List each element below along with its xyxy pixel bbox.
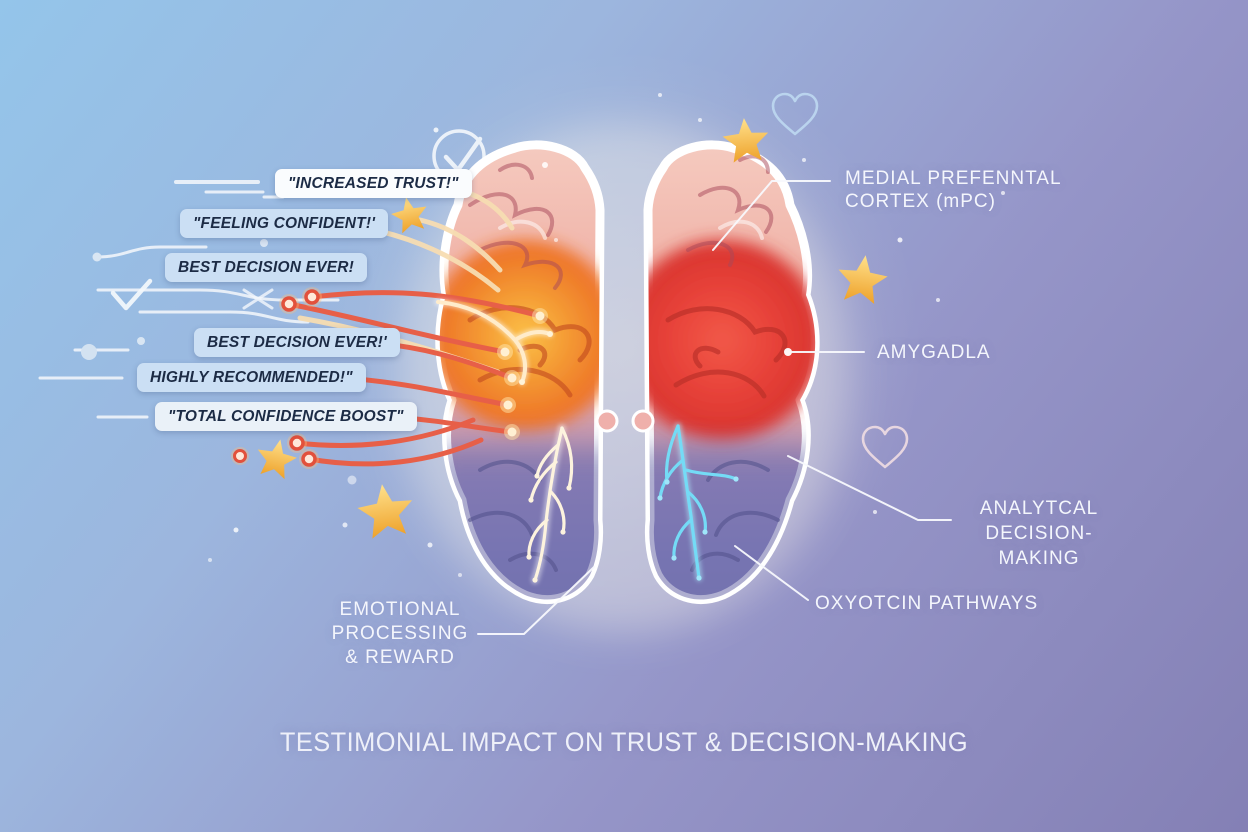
x-mark-icon <box>242 288 274 310</box>
testimonial-text: BEST DECISION EVER! <box>178 258 355 276</box>
testimonial-bubble: "INCREASED TRUST!" <box>275 169 472 198</box>
testimonial-bubble: "TOTAL CONFIDENCE BOOST" <box>155 402 417 431</box>
label-oxytocin-pathways: OXYOTCIN PATHWAYS <box>815 593 1039 614</box>
oxytocin-neural-tree <box>657 422 739 582</box>
label-leader-lines <box>477 180 952 635</box>
testimonial-bubble: BEST DECISION EVER! <box>165 253 368 282</box>
wire-endpoint-glows <box>497 308 548 440</box>
page-title: TESTIMONIAL IMPACT ON TRUST & DECISION-M… <box>279 727 969 757</box>
testimonial-text: "TOTAL CONFIDENCE BOOST" <box>168 407 404 425</box>
fissure-dots <box>595 409 655 433</box>
label-emotional-processing-reward: EMOTIONAL PROCESSING & REWARD <box>331 599 469 668</box>
label-analytical-decision-making: ANALYTCAL DECISION-MAKING <box>979 498 1099 569</box>
check-icon <box>110 278 153 311</box>
star-icon <box>391 197 427 234</box>
testimonial-wires-red <box>286 290 543 467</box>
testimonial-bubble: BEST DECISION EVER!' <box>194 328 400 357</box>
star-icon <box>357 484 413 539</box>
mpfc-leader-line <box>712 180 831 251</box>
heart-icons <box>771 92 909 469</box>
label-medial-prefrontal-cortex: MEDIAL PREFENNTAL CORTEX (mPC) <box>845 168 1062 212</box>
testimonial-text: HIGHLY RECOMMENDED!" <box>150 368 353 386</box>
sparkle-dots <box>208 93 1005 577</box>
star-icon <box>722 118 769 163</box>
star-icons <box>257 118 888 539</box>
heart-icon <box>861 425 909 469</box>
testimonial-text: BEST DECISION EVER!' <box>207 333 387 351</box>
emotional-leader-line <box>477 566 595 635</box>
testimonial-bubble: HIGHLY RECOMMENDED!" <box>137 363 366 392</box>
oxytocin-leader-line <box>734 545 809 601</box>
cream-neural-branch <box>434 298 554 386</box>
testimonial-bubble: "FEELING CONFIDENT!' <box>180 209 389 238</box>
emotional-neural-tree <box>526 424 574 584</box>
star-icon <box>257 439 297 480</box>
testimonial-text: "FEELING CONFIDENT!' <box>193 214 376 232</box>
star-icon <box>838 255 888 304</box>
brain-gyri-lines <box>467 154 788 572</box>
analytical-leader-line <box>787 455 952 521</box>
right-red-region <box>622 240 816 440</box>
heart-icon <box>771 92 819 136</box>
label-amygdala: AMYGADLA <box>877 342 991 363</box>
testimonial-text: "INCREASED TRUST!" <box>288 174 459 192</box>
circuit-lines-decoration <box>38 180 340 419</box>
